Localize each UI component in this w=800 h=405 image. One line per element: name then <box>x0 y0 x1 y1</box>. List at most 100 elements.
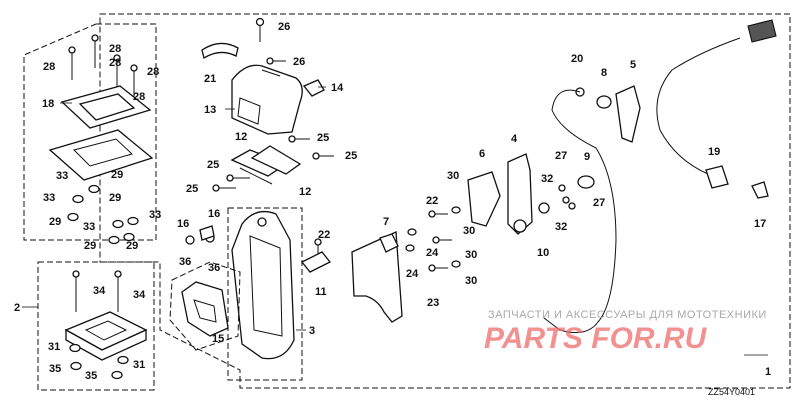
callout-12b: 12 <box>299 186 311 198</box>
callout-29d: 29 <box>84 240 96 252</box>
brackets-12 <box>230 145 302 185</box>
callout-36b: 36 <box>208 262 220 274</box>
callout-34b: 34 <box>133 289 146 301</box>
callout-27b: 27 <box>593 197 605 209</box>
callout-31a: 31 <box>48 341 60 353</box>
callout-32b: 32 <box>555 221 567 233</box>
callout-28d: 28 <box>147 66 159 78</box>
callout-18: 18 <box>42 98 54 110</box>
callout-15: 15 <box>212 333 224 345</box>
leader-lines <box>22 86 768 356</box>
callout-20: 20 <box>571 53 583 65</box>
lever-4 <box>507 153 533 235</box>
cover-21 <box>201 42 239 60</box>
callout-33c: 33 <box>83 221 95 233</box>
screws-25 <box>212 135 334 192</box>
plug-7 <box>379 233 399 253</box>
callout-30b: 30 <box>463 225 475 237</box>
callout-29b: 29 <box>109 192 121 204</box>
callout-9: 9 <box>584 151 590 163</box>
spacer-block <box>64 311 148 361</box>
screw-26-right <box>266 57 286 65</box>
callout-11: 11 <box>315 286 327 298</box>
connector-19 <box>705 19 777 189</box>
callout-3: 3 <box>309 325 315 337</box>
plate-33 <box>48 129 154 181</box>
callout-29e: 29 <box>126 240 138 252</box>
case-3 <box>231 210 295 360</box>
kit-18-boundary <box>23 23 157 241</box>
callout-25d: 25 <box>186 183 198 195</box>
callout-33a: 33 <box>56 170 68 182</box>
gasket-15-boundary <box>169 261 241 351</box>
callout-35b: 35 <box>85 370 97 382</box>
case-3-boundary <box>227 207 303 381</box>
callout-19: 19 <box>708 146 720 158</box>
bolts-34 <box>72 270 122 312</box>
callout-31b: 31 <box>133 359 145 371</box>
callout-7: 7 <box>383 216 389 228</box>
gasket-plate <box>351 231 403 323</box>
cable-end <box>543 317 561 331</box>
callout-4: 4 <box>511 133 518 145</box>
small-hardware <box>405 206 461 272</box>
callout-22a: 22 <box>426 195 438 207</box>
screw-28 <box>68 34 138 98</box>
callout-30a: 30 <box>447 170 459 182</box>
cable-19 <box>656 37 741 175</box>
callout-16a: 16 <box>177 218 189 230</box>
callout-12a: 12 <box>235 131 247 143</box>
housing-13 <box>231 64 303 135</box>
callout-30c: 30 <box>465 249 477 261</box>
callout-32a: 32 <box>541 173 553 185</box>
callout-1: 1 <box>765 366 771 378</box>
nuts-31-35 <box>69 343 129 380</box>
callout-34a: 34 <box>93 285 106 297</box>
callout-30d: 30 <box>465 275 477 287</box>
callout-6: 6 <box>479 148 485 160</box>
clip-17 <box>751 181 769 199</box>
callout-22b: 22 <box>318 229 330 241</box>
watermark-tagline: ЗАПЧАСТИ И АКСЕССУАРЫ ДЛЯ МОТОТЕХНИКИ <box>488 309 767 321</box>
watermark-brand: PARTS FOR.RU <box>484 322 708 355</box>
callout-33d: 33 <box>149 209 161 221</box>
callout-14: 14 <box>331 82 344 94</box>
callout-24b: 24 <box>406 268 419 280</box>
callout-36a: 36 <box>179 256 191 268</box>
callout-25c: 25 <box>207 159 219 171</box>
callout-21: 21 <box>204 73 216 85</box>
callout-28e: 28 <box>133 91 145 103</box>
callout-33b: 33 <box>43 192 55 204</box>
callout-25a: 25 <box>317 132 329 144</box>
clip-14 <box>302 79 325 97</box>
callout-24a: 24 <box>426 247 439 259</box>
callout-13: 13 <box>204 104 216 116</box>
callout-29c: 29 <box>49 216 61 228</box>
callout-5: 5 <box>630 59 636 71</box>
callout-17: 17 <box>754 218 766 230</box>
callout-26b: 26 <box>293 56 305 68</box>
diagram-code: ZZ54Y0401 <box>708 387 755 397</box>
callout-29a: 29 <box>111 169 123 181</box>
callout-23: 23 <box>427 297 439 309</box>
clips-16-36 <box>185 225 215 245</box>
gasket-18 <box>60 85 152 129</box>
callout-27a: 27 <box>555 150 567 162</box>
callout-2: 2 <box>14 302 20 314</box>
callout-28a: 28 <box>43 61 55 73</box>
gasket-15 <box>181 281 229 337</box>
washers-9-27-32 <box>538 175 595 214</box>
screw-26-top <box>255 17 265 42</box>
cable-20 <box>551 89 617 334</box>
callout-35a: 35 <box>49 363 61 375</box>
callout-28c: 28 <box>109 57 121 69</box>
kit-2-boundary <box>37 261 155 391</box>
bracket-6 <box>467 171 501 227</box>
callout-26a: 26 <box>278 21 290 33</box>
callout-16b: 16 <box>208 208 220 220</box>
clamp-11-22 <box>300 238 332 273</box>
callout-28b: 28 <box>109 43 121 55</box>
callout-25b: 25 <box>345 150 357 162</box>
